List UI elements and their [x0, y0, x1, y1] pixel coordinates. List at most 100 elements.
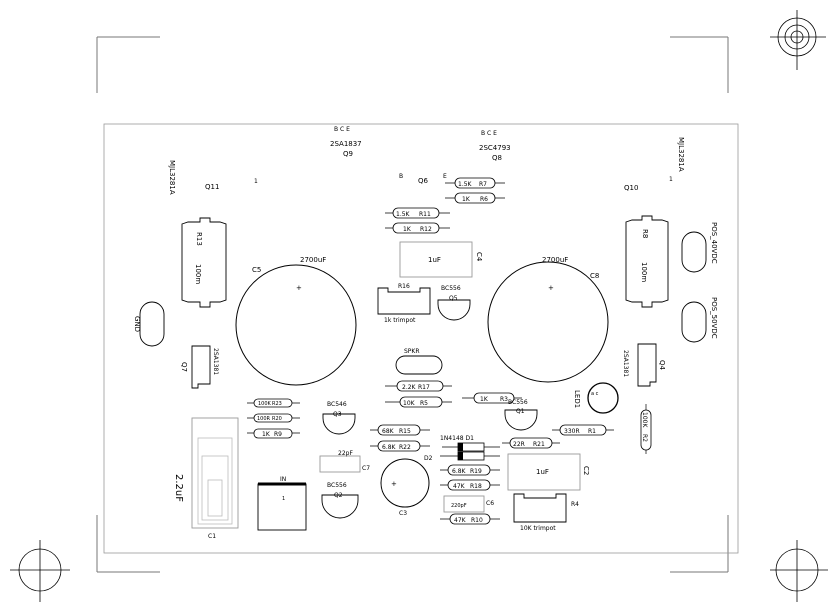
c8-plus: + [548, 284, 554, 292]
r17-resistor: R17 2.2K [385, 380, 452, 392]
d2-diode: D2 [424, 451, 500, 462]
r16-ref: R16 [398, 283, 410, 290]
pos40-label: POS_40VDC [710, 222, 718, 264]
r6-resistor: R6 1K [445, 192, 505, 204]
d1-diode: 1N4148 D1 [440, 435, 500, 452]
q4-part: 2SA1381 [622, 350, 629, 377]
r17-ref: R17 [418, 384, 430, 391]
r16-value: 1k trimpot [384, 317, 416, 324]
r2-value: 100K [641, 412, 648, 428]
r7-ref: R7 [479, 181, 487, 188]
c5-value: 2700uF [300, 256, 326, 264]
led-ref: LED1 [573, 390, 581, 408]
r19-resistor: R19 6.8K [440, 464, 500, 476]
input-label: IN [280, 476, 286, 483]
pos40-terminal: POS_40VDC [681, 222, 718, 273]
crop-marks [96, 36, 729, 573]
gnd-label: GND [133, 316, 141, 332]
q8-part: 2SC4793 [479, 144, 511, 152]
r21-resistor: R21 22R [502, 437, 560, 449]
r23-ref: R23 [272, 401, 282, 407]
r4-value: 10K trimpot [520, 525, 556, 532]
r20-ref: R20 [272, 416, 282, 422]
q7-ref: Q7 [180, 362, 188, 372]
r22-resistor: R22 6.8K [370, 440, 430, 452]
r22-ref: R22 [399, 444, 411, 451]
pos50-terminal: POS_50VDC [681, 297, 718, 343]
r18-resistor: R18 47K [440, 479, 500, 491]
q10-part: MJL3281A [677, 137, 685, 172]
r15-value: 68K [382, 428, 395, 435]
r19-value: 6.8K [452, 468, 467, 475]
r13-value: 100m [194, 264, 202, 284]
r9-resistor: R9 1K [247, 428, 300, 439]
r15-ref: R15 [399, 428, 411, 435]
r13-power-resistor: R13 100m [181, 217, 227, 308]
r23-resistor: R23 100K [247, 398, 300, 408]
q8-ref: Q8 [492, 154, 502, 162]
r21-ref: R21 [533, 441, 545, 448]
q10-pin: 1 [669, 176, 673, 183]
q10-ref: Q10 [624, 184, 638, 192]
q6-ref: Q6 [418, 177, 429, 185]
c8-value: 2700uF [542, 256, 568, 264]
c1-value: 2.2uF [173, 474, 184, 502]
r3-value: 1K [480, 396, 489, 403]
q3-part: BC546 [327, 401, 347, 408]
c6-value: 220pF [451, 503, 467, 509]
r4-trimpot: R4 10K trimpot [513, 493, 579, 532]
q6-pin-b: B [399, 173, 403, 180]
r16-trimpot: R16 1k trimpot [377, 283, 431, 324]
c7-capacitor: 22pF C7 [319, 450, 370, 473]
r12-ref: R12 [420, 226, 432, 233]
c5-capacitor: + 2700uF C5 [235, 256, 357, 386]
registration-mark-bottom-left [10, 540, 70, 602]
registration-mark-top-right [770, 10, 826, 70]
r19-ref: R19 [470, 468, 482, 475]
d2-label: D2 [424, 455, 433, 462]
c7-value: 22pF [338, 450, 353, 457]
r2-ref: R2 [641, 434, 648, 442]
q1-part: BC556 [508, 399, 528, 406]
c3-plus: + [391, 480, 397, 488]
spkr-label: SPKR [404, 348, 420, 355]
d1-label: 1N4148 D1 [440, 435, 474, 442]
q2-transistor: BC556 Q2 [321, 482, 359, 519]
r1-value: 330R [564, 428, 580, 435]
r7-resistor: R7 1.5K [445, 177, 505, 189]
q5-transistor: BC556 Q5 [437, 285, 471, 321]
input-pin: 1 [282, 496, 285, 502]
q1-transistor: BC556 Q1 [504, 399, 538, 431]
input-connector: IN 1 [257, 476, 307, 531]
r6-ref: R6 [480, 196, 488, 203]
q5-ref: Q5 [449, 295, 458, 302]
r12-resistor: R12 1K [385, 222, 450, 234]
c2-capacitor: 1uF C2 [507, 453, 590, 491]
r10-value: 47K [454, 517, 467, 524]
c4-ref: C4 [475, 252, 483, 262]
c1-ref: C1 [208, 533, 216, 540]
q11-ref: Q11 [205, 183, 219, 191]
r1-ref: R1 [588, 428, 596, 435]
r18-ref: R18 [470, 483, 482, 490]
r22-value: 6.8K [382, 444, 397, 451]
q4-transistor: 2SA1381 Q4 [622, 343, 666, 387]
c3-ref: C3 [399, 510, 407, 517]
r11-value: 1.5K [396, 211, 411, 218]
c6-ref: C6 [486, 500, 494, 507]
q7-transistor: Q7 2SA1381 [180, 345, 219, 389]
r5-resistor: R5 10K [385, 396, 452, 408]
q2-ref: Q2 [334, 492, 343, 499]
r10-resistor: R10 47K [440, 513, 500, 525]
q5-part: BC556 [441, 285, 461, 292]
c4-capacitor: 1uF C4 [399, 241, 483, 278]
c5-ref: C5 [252, 266, 261, 274]
r11-resistor: R11 1.5K [385, 207, 450, 219]
gnd-terminal: GND [133, 301, 165, 347]
r9-value: 1K [262, 431, 271, 438]
r8-value: 100m [640, 262, 648, 282]
r2-resistor: 100K R2 [640, 404, 652, 454]
r9-ref: R9 [274, 431, 282, 438]
c1-capacitor: 2.2uF C1 [173, 417, 239, 540]
